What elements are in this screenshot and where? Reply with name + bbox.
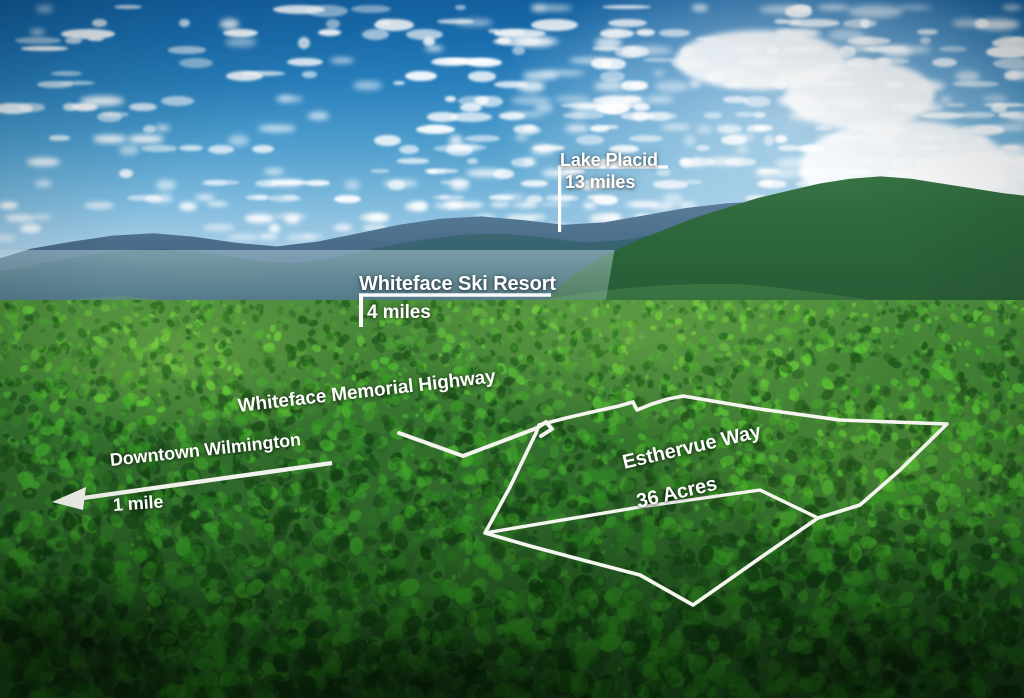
lake-placid-distance: 13 miles (565, 172, 635, 193)
whiteface-ski-resort-label: Whiteface Ski Resort (359, 273, 556, 296)
lake-placid-label: Lake Placid (560, 150, 658, 171)
whiteface-ski-resort-distance: 4 miles (367, 302, 431, 324)
